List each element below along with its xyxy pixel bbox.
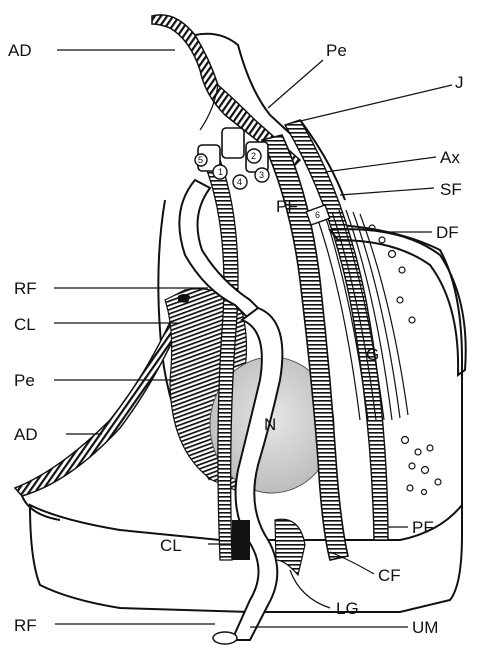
label-ad-top: AD: [8, 41, 32, 60]
mt-number-4: 4: [237, 177, 242, 187]
label-j: J: [455, 73, 464, 92]
mt-number-5: 5: [198, 155, 203, 165]
label-pf-right: PF: [412, 518, 434, 537]
label-cl-low: CL: [160, 536, 182, 555]
label-cl-mid: CL: [14, 315, 36, 334]
label-pf-inner: PF: [276, 197, 298, 216]
label-sf: SF: [440, 180, 462, 199]
label-lg: LG: [336, 599, 359, 618]
label-rf-bottom: RF: [14, 616, 37, 635]
mt-number-2: 2: [251, 151, 256, 161]
label-cf: CF: [378, 566, 401, 585]
mt-number-3: 3: [259, 170, 264, 180]
label-n: N: [264, 415, 276, 434]
mt-number-6: 6: [315, 210, 320, 220]
label-df: DF: [436, 223, 459, 242]
mt-number-1: 1: [218, 167, 223, 177]
lower-anterior-band: [15, 300, 188, 520]
label-g: G: [366, 345, 379, 364]
label-ad-mid: AD: [14, 425, 38, 444]
label-ax: Ax: [440, 148, 460, 167]
label-um: UM: [412, 618, 438, 637]
label-pe-top: Pe: [326, 41, 347, 60]
label-pe-mid: Pe: [14, 371, 35, 390]
label-rf-mid: RF: [14, 279, 37, 298]
